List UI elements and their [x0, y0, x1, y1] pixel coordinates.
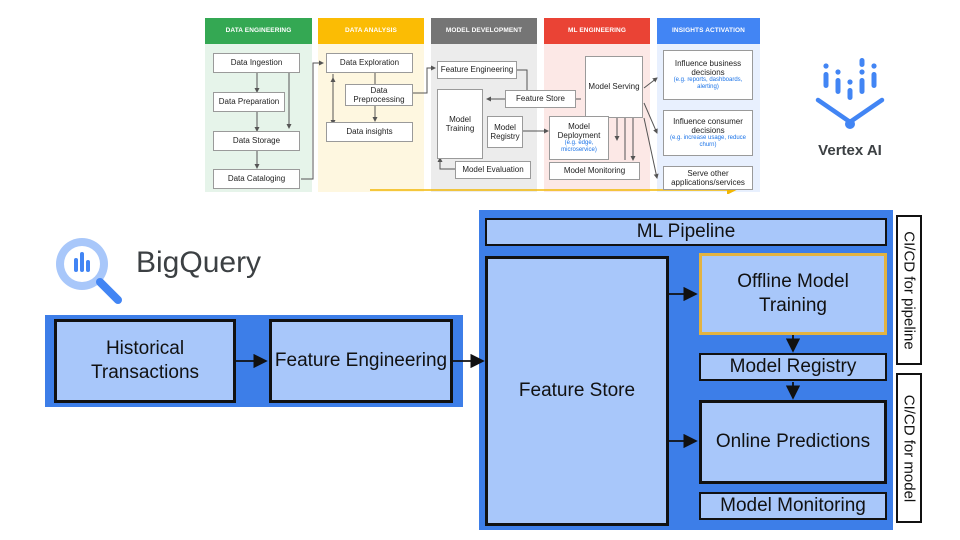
vertex-ai-logo-icon	[815, 58, 885, 129]
cicd-model-label: CI/CD for model	[896, 373, 922, 523]
vertex-panel: ML Pipeline Feature Store Offline Model …	[479, 210, 893, 530]
data-preparation-box: Data Preparation	[213, 92, 285, 112]
influence-consumer-box: Influence consumer decisions (e.g. incre…	[663, 110, 753, 156]
historical-transactions-box: Historical Transactions	[54, 319, 236, 403]
column-header: DATA ANALYSIS	[318, 18, 424, 44]
model-registry-box: Model Registry	[699, 353, 887, 381]
lifecycle-connectors	[254, 60, 737, 194]
ml-pipeline-box: ML Pipeline	[485, 218, 887, 246]
serve-other-box: Serve other applications/services	[663, 166, 753, 190]
model-monitoring-box: Model Monitoring	[699, 492, 887, 520]
influence-consumer-label: Influence consumer decisions	[673, 116, 743, 136]
online-predictions-box: Online Predictions	[699, 400, 887, 484]
column-header: INSIGHTS ACTIVATION	[657, 18, 760, 44]
data-storage-box: Data Storage	[213, 131, 300, 151]
influence-business-label: Influence business decisions	[674, 58, 742, 78]
model-serving-box: Model Serving	[585, 56, 643, 118]
bigquery-magnifier-icon	[56, 238, 122, 304]
model-deployment-label: Model Deployment	[557, 121, 601, 141]
data-preprocessing-box: Data Preprocessing	[345, 84, 413, 106]
model-deployment-box: Model Deployment (e.g. edge, microservic…	[549, 116, 609, 160]
model-evaluation-box: Model Evaluation	[455, 161, 531, 179]
feature-engineering-box: Feature Engineering	[269, 319, 453, 403]
feature-store-box: Feature Store	[505, 90, 576, 108]
feature-engineering-box: Feature Engineering	[437, 61, 517, 79]
influence-consumer-note: (e.g. increase usage, reduce churn)	[669, 135, 747, 149]
column-header: DATA ENGINEERING	[205, 18, 312, 44]
column-header: ML ENGINEERING	[544, 18, 650, 44]
feature-store-box: Feature Store	[485, 256, 669, 526]
data-ingestion-box: Data Ingestion	[213, 53, 300, 73]
data-cataloging-box: Data Cataloging	[213, 169, 300, 189]
vertex-ai-logo: Vertex AI	[810, 52, 890, 167]
vertex-ai-label: Vertex AI	[818, 142, 882, 159]
model-registry-box: Model Registry	[487, 116, 523, 148]
influence-business-note: (e.g. reports, dashboards, alerting)	[673, 77, 743, 91]
offline-model-training-box: Offline Model Training	[699, 253, 887, 335]
bigquery-label: BigQuery	[136, 246, 262, 279]
column-header: MODEL DEVELOPMENT	[431, 18, 537, 44]
data-insights-box: Data insights	[326, 122, 413, 142]
column-insights-activation: INSIGHTS ACTIVATION	[657, 18, 760, 192]
model-monitoring-box: Model Monitoring	[549, 162, 640, 180]
cicd-pipeline-label: CI/CD for pipeline	[896, 215, 922, 365]
model-training-box: Model Training	[437, 89, 483, 159]
ml-lifecycle-diagram: DATA ENGINEERING DATA ANALYSIS MODEL DEV…	[205, 18, 760, 194]
bigquery-panel: Historical Transactions Feature Engineer…	[45, 315, 463, 407]
model-deployment-note: (e.g. edge, microservice)	[561, 140, 597, 154]
influence-business-box: Influence business decisions (e.g. repor…	[663, 50, 753, 100]
bigquery-logo: BigQuery	[44, 232, 284, 304]
data-exploration-box: Data Exploration	[326, 53, 413, 73]
